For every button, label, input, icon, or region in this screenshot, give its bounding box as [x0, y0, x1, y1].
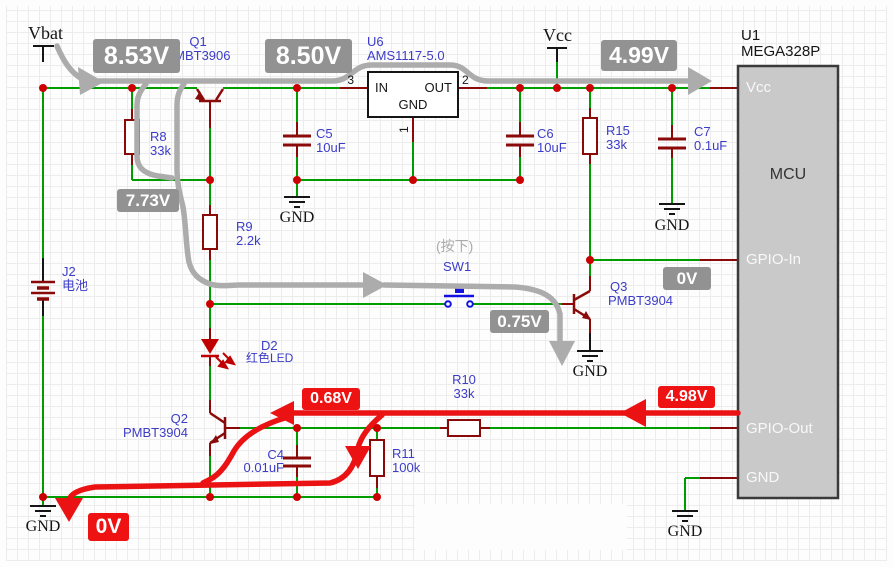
regulator-body	[367, 71, 459, 118]
voltage-badge-reg-in: 8.50V	[265, 39, 352, 73]
u6-pin-number-3: 3	[347, 73, 354, 87]
pushbutton-symbol	[444, 287, 474, 308]
gnd-symbol-mcu	[672, 510, 698, 522]
gnd-symbol-c5	[284, 196, 310, 208]
u6-pin-number-2: 2	[462, 73, 469, 87]
resistor-symbols	[124, 117, 598, 477]
gnd-symbol-q3	[577, 333, 603, 362]
c6-value: 10uF	[537, 140, 567, 155]
c4-value: 0.01uF	[243, 460, 284, 475]
resistor-r9	[202, 214, 218, 250]
mcu-body-label: MCU	[769, 166, 807, 183]
r15-value: 33k	[606, 137, 627, 152]
q2-ref: Q2	[170, 411, 188, 426]
q2-value: PMBT3904	[122, 425, 188, 440]
r11-value: 100k	[392, 460, 421, 475]
c7-value: 0.1uF	[694, 138, 728, 153]
vbat-flag	[33, 45, 54, 62]
gnd-label-c7: GND	[654, 217, 690, 234]
junction-dots	[39, 84, 676, 501]
r9-value: 2.2k	[236, 233, 261, 248]
red-flow-path	[66, 410, 741, 503]
u6-pin-in: IN	[375, 80, 388, 95]
d2-ref: D2	[261, 338, 278, 353]
mcu-body	[736, 64, 840, 500]
red-flow-arrowheads	[55, 399, 646, 522]
gray-arrow-to-gnd	[549, 341, 575, 366]
transistor-q3	[572, 289, 591, 321]
sw1-pressed-note: (按下)	[436, 238, 474, 254]
mcu-pin-gpio-in: GPIO-In	[746, 251, 802, 268]
u6-ref: U6	[367, 34, 384, 49]
gnd-symbols	[30, 196, 698, 522]
gnd-label-mcu: GND	[667, 523, 703, 540]
vcc-net-label: Vcc	[543, 25, 572, 45]
u1-value: MEGA328P	[741, 43, 821, 60]
voltage-badge-gpio-in: 0V	[663, 267, 711, 290]
u1-ref: U1	[741, 27, 761, 44]
q1-ref: Q1	[189, 34, 207, 49]
gnd-symbol-bottom-left	[30, 505, 56, 517]
r15-ref: R15	[606, 123, 630, 138]
gray-arrow-into-vcc-pin	[688, 67, 712, 95]
gray-flow-path	[54, 43, 691, 345]
vcc-flag	[547, 47, 567, 62]
voltage-badge-vcc: 4.99V	[601, 40, 677, 71]
r8-value: 33k	[150, 143, 171, 158]
u6-value: AMS1117-5.0	[367, 48, 445, 63]
c5-ref: C5	[316, 126, 333, 141]
c4-ref: C4	[267, 447, 284, 462]
u6-pin-out: OUT	[424, 80, 452, 95]
red-arrow-from-gpio-out	[620, 399, 646, 427]
voltage-badge-gnd: 0V	[88, 513, 129, 541]
j2-value: 电池	[62, 278, 89, 293]
c5-value: 10uF	[316, 140, 346, 155]
gnd-label-c5: GND	[279, 209, 315, 226]
r10-ref: R10	[452, 372, 476, 387]
d2-value: 红色LED	[246, 351, 294, 365]
gnd-label-bottom-left: GND	[25, 518, 61, 535]
r9-ref: R9	[236, 219, 253, 234]
gray-arrow-toward-sw1	[363, 272, 387, 298]
transistor-q2	[209, 411, 227, 445]
u6-pin-gnd: GND	[398, 97, 428, 112]
gnd-label-q3: GND	[572, 363, 608, 380]
mcu-pin-vcc: Vcc	[746, 79, 772, 96]
r11-ref: R11	[392, 446, 415, 461]
voltage-badge-vbat-rail: 8.53V	[93, 39, 180, 73]
gray-flow-arrowheads	[78, 67, 712, 366]
red-arrow-into-q2-base	[270, 401, 294, 425]
capacitor-symbols	[283, 134, 686, 468]
battery-symbol	[31, 258, 55, 316]
mcu-pin-gnd: GND	[746, 469, 780, 486]
gray-arrow-onto-rail	[78, 67, 104, 95]
voltage-badge-gpio-out: 4.98V	[658, 386, 715, 408]
resistor-r10	[447, 419, 481, 437]
j2-ref: J2	[62, 264, 76, 279]
c6-ref: C6	[537, 126, 554, 141]
transistor-q1	[195, 88, 225, 103]
q1-value: PMBT3906	[165, 48, 231, 63]
q3-value: PMBT3904	[608, 293, 674, 308]
c7-ref: C7	[694, 124, 711, 139]
q3-ref: Q3	[610, 279, 628, 294]
blank-patch	[415, 504, 627, 550]
u6-pin-number-1: 1	[397, 126, 411, 133]
red-arrow-to-gnd	[55, 498, 83, 522]
gnd-symbol-c7	[659, 203, 685, 215]
red-arrow-through-r11	[345, 446, 371, 469]
r10-value: 33k	[453, 386, 475, 401]
resistor-r15	[582, 117, 598, 155]
vbat-net-label: Vbat	[28, 23, 63, 43]
voltage-badge-q3-base: 0.75V	[490, 310, 549, 333]
component-leads	[131, 87, 738, 488]
led-symbol	[201, 339, 237, 370]
voltage-badge-q1-base: 7.73V	[117, 189, 179, 212]
resistor-r11	[369, 439, 385, 477]
voltage-badge-q2-base: 0.68V	[302, 388, 360, 410]
r8-ref: R8	[150, 129, 167, 144]
mcu-pin-gpio-out: GPIO-Out	[746, 420, 813, 437]
sw1-ref: SW1	[443, 259, 472, 274]
